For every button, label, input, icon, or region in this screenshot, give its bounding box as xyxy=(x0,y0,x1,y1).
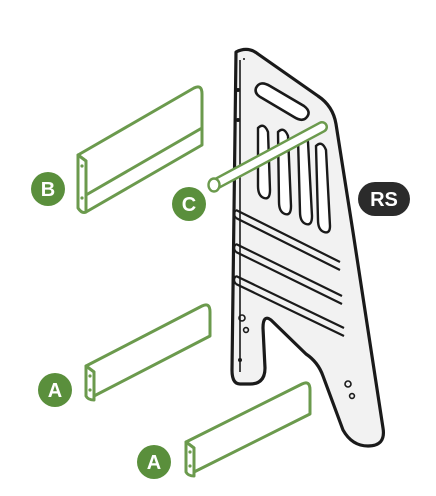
board-b-front xyxy=(84,94,204,214)
badge-a-upper-label: A xyxy=(48,380,62,402)
screw-hole xyxy=(348,392,356,400)
badge-b: B xyxy=(31,172,65,206)
board-a-upper-hole xyxy=(88,388,92,392)
board-a-lower-hole xyxy=(188,450,192,454)
dowel-rod-c xyxy=(207,121,328,193)
badge-c-circle xyxy=(172,187,206,221)
screw-hole xyxy=(238,314,246,322)
board-a-upper-edge xyxy=(84,364,96,402)
badge-rs-label: RS xyxy=(370,189,398,211)
badge-rs-pill xyxy=(358,182,410,216)
screw-hole xyxy=(236,88,240,92)
screw-hole xyxy=(236,118,240,122)
badge-rs: RS xyxy=(358,182,410,216)
board-a-lower xyxy=(184,381,312,478)
badge-a-upper-circle xyxy=(38,373,72,407)
board-b-hole xyxy=(80,196,84,200)
board-a-lower-hole xyxy=(188,464,192,468)
badge-c: C xyxy=(172,187,206,221)
dowel-rod-end xyxy=(207,177,221,193)
shelf-rib xyxy=(232,209,341,271)
shelf-rib xyxy=(232,275,345,337)
shelf-rib xyxy=(232,243,343,305)
board-a-lower-face xyxy=(184,381,312,474)
badge-a-upper: A xyxy=(38,373,72,407)
board-a-upper xyxy=(84,303,212,402)
badge-a-lower-label: A xyxy=(147,452,161,474)
badge-a-lower-circle xyxy=(137,445,171,479)
badge-c-label: C xyxy=(182,194,196,216)
board-a-lower-edge xyxy=(184,440,196,478)
screw-hole xyxy=(238,358,242,362)
dowel-rod-inner xyxy=(210,123,326,189)
badge-b-circle xyxy=(31,172,65,206)
board-b-face xyxy=(76,85,204,197)
handle-slot xyxy=(254,82,310,122)
board-a-upper-hole xyxy=(88,374,92,378)
screw-hole xyxy=(242,326,250,334)
board-a-upper-face xyxy=(84,303,212,398)
board-b xyxy=(76,85,204,214)
badge-a-lower: A xyxy=(137,445,171,479)
screw-hole xyxy=(344,380,352,388)
board-b-hole xyxy=(80,164,84,168)
vertical-slot xyxy=(314,142,332,234)
badge-b-label: B xyxy=(41,179,55,201)
